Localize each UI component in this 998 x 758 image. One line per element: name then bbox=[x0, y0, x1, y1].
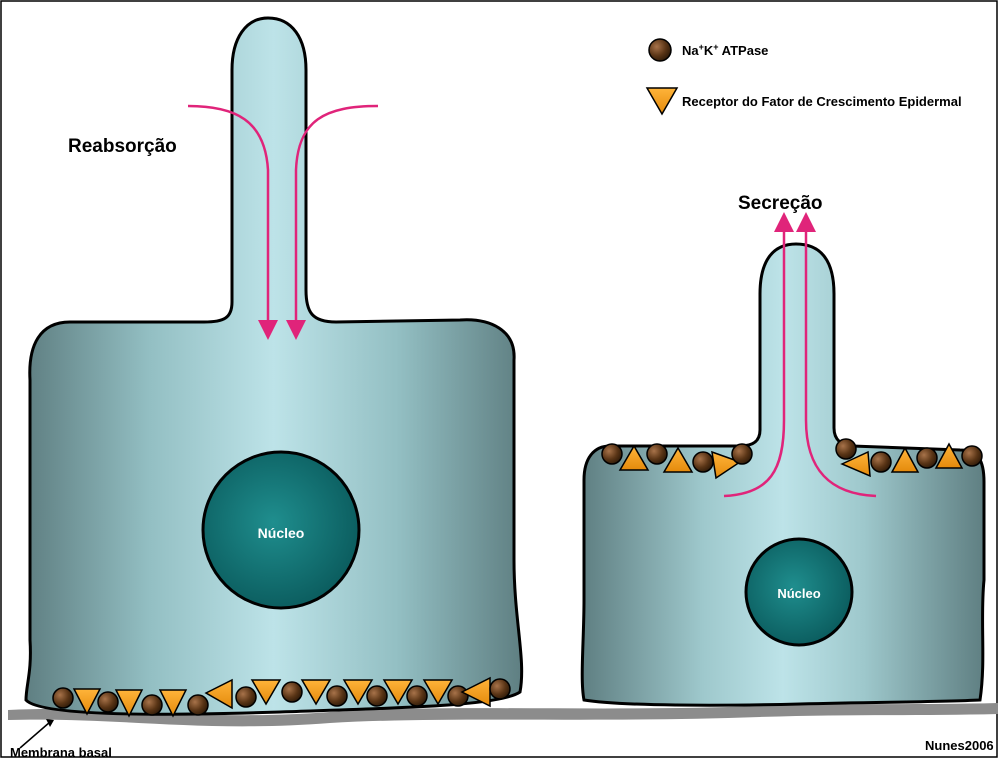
pump-icon bbox=[836, 439, 856, 459]
pump-icon bbox=[98, 692, 118, 712]
pump-icon bbox=[917, 448, 937, 468]
pump-icon bbox=[693, 452, 713, 472]
reabsorption-arrow-right bbox=[296, 106, 378, 330]
secretion-label: Secreção bbox=[738, 193, 823, 214]
pump-icon bbox=[448, 686, 468, 706]
pump-icon bbox=[282, 682, 302, 702]
right-nucleus-label: Núcleo bbox=[777, 586, 820, 601]
pump-icon bbox=[327, 686, 347, 706]
orange-triangle-icon bbox=[647, 88, 677, 114]
brown-sphere-icon bbox=[649, 39, 671, 61]
pump-icon bbox=[142, 695, 162, 715]
pump-icon bbox=[732, 444, 752, 464]
reabsorption-label: Reabsorção bbox=[68, 136, 177, 157]
pump-icon bbox=[367, 686, 387, 706]
left-nucleus-label: Núcleo bbox=[258, 525, 305, 541]
pump-icon bbox=[188, 695, 208, 715]
left-epithelial-cell bbox=[26, 18, 522, 714]
legend-pump-label: Na+K+ ATPase bbox=[682, 42, 768, 58]
credit-label: Nunes2006 bbox=[925, 738, 994, 753]
pump-icon bbox=[490, 679, 510, 699]
pump-icon bbox=[871, 452, 891, 472]
pump-icon bbox=[407, 686, 427, 706]
pointer-arrowhead bbox=[46, 719, 54, 727]
legend: Na+K+ ATPase Receptor do Fator de Cresci… bbox=[647, 39, 962, 114]
pump-icon bbox=[602, 444, 622, 464]
pump-icon bbox=[647, 444, 667, 464]
pump-icon bbox=[236, 687, 256, 707]
basal-membrane-label: Membrana basal bbox=[10, 745, 112, 758]
pump-icon bbox=[53, 688, 73, 708]
legend-receptor-label: Receptor do Fator de Crescimento Epiderm… bbox=[682, 94, 962, 109]
pump-icon bbox=[962, 446, 982, 466]
